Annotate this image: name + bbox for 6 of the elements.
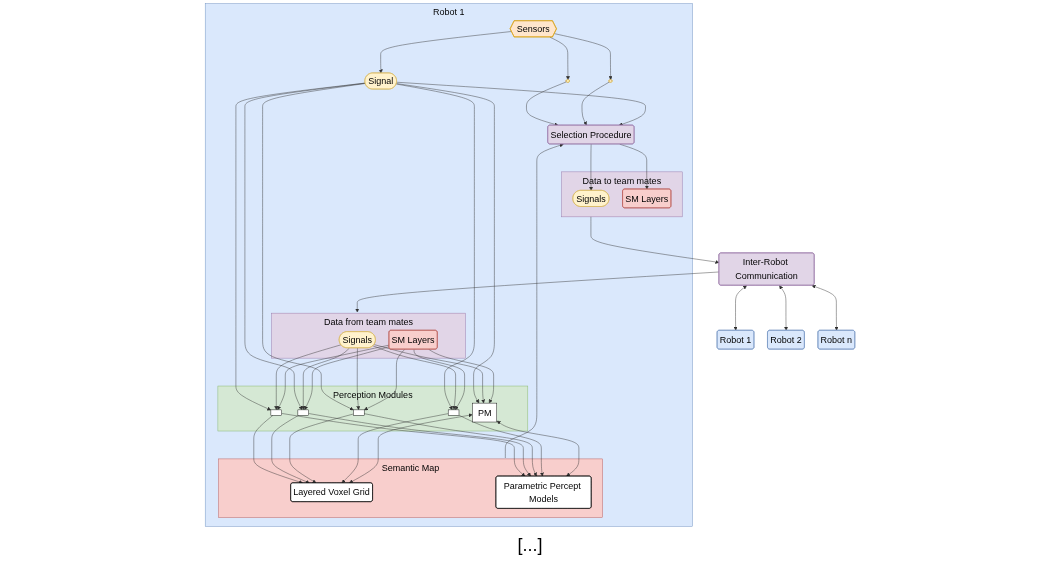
ellipsis-label: [...] [517,534,543,556]
node-box [270,409,282,416]
node-box [353,409,365,416]
node-box [297,409,309,416]
node-box [447,409,460,416]
node-box: PM [472,402,497,423]
